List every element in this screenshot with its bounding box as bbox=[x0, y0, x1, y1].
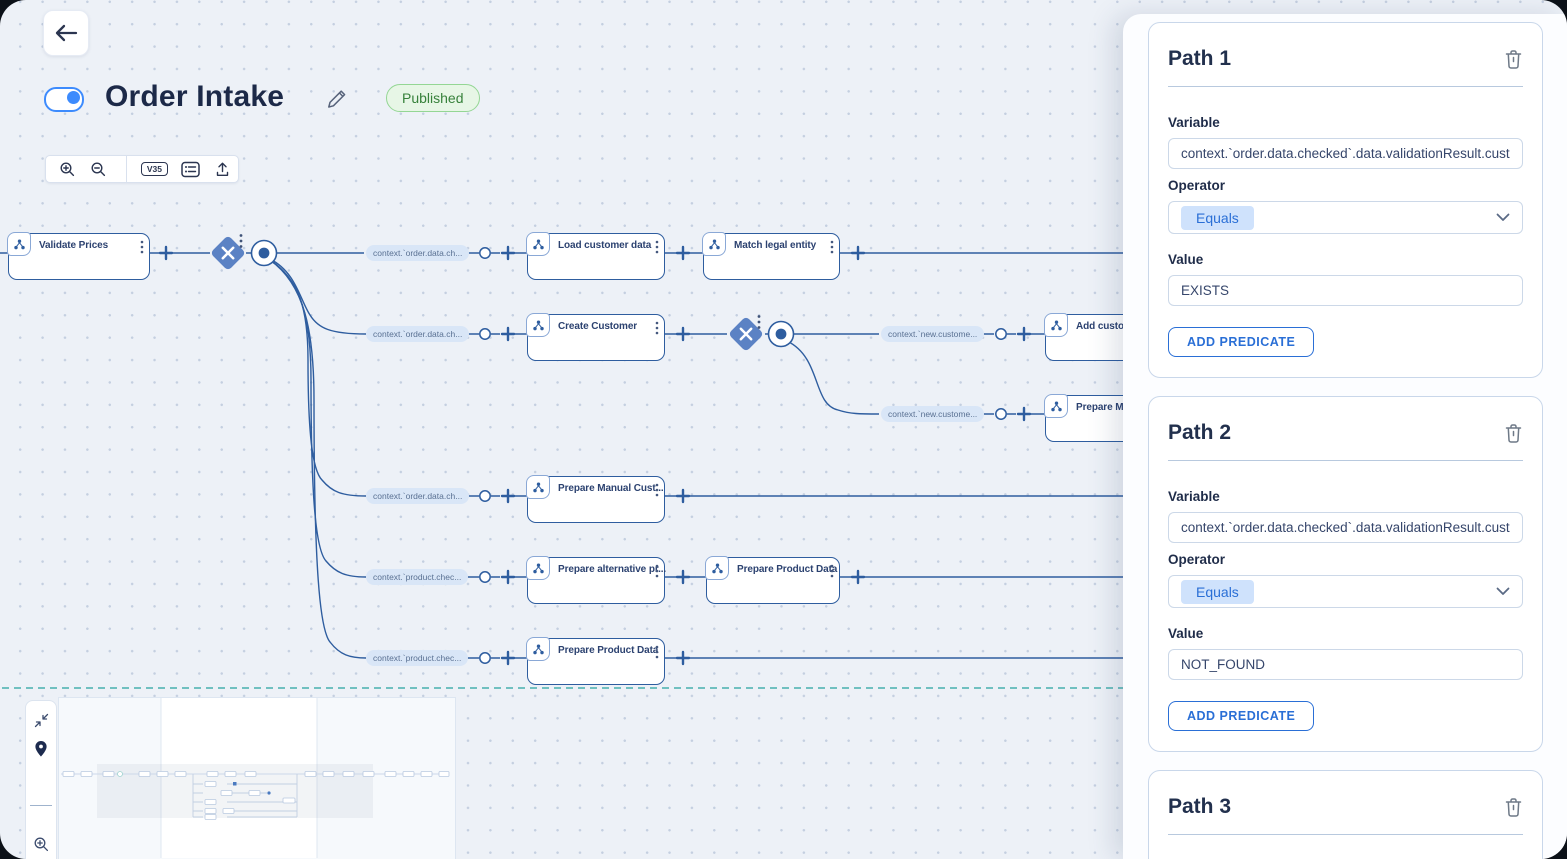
workflow-icon bbox=[526, 475, 551, 500]
workflow-icon bbox=[702, 232, 727, 257]
divider bbox=[1168, 834, 1523, 835]
operator-chip: Equals bbox=[1181, 205, 1254, 230]
edge-label[interactable]: context.`product.chec... bbox=[366, 569, 469, 585]
add-predicate-button[interactable]: ADD PREDICATE bbox=[1168, 701, 1315, 731]
edit-pencil-icon[interactable] bbox=[325, 87, 349, 111]
publish-toggle[interactable] bbox=[44, 87, 84, 112]
edge-label[interactable]: context.`order.data.ch... bbox=[366, 326, 470, 342]
zoom-out-icon[interactable] bbox=[83, 161, 114, 178]
operator-label: Operator bbox=[1168, 552, 1226, 567]
kebab-menu-icon[interactable] bbox=[655, 240, 659, 254]
minimap-preview bbox=[61, 698, 450, 858]
flow-node-prepare-product-data[interactable]: Prepare Product Data bbox=[526, 637, 665, 685]
node-label: Load customer data bbox=[558, 240, 652, 251]
variable-label: Variable bbox=[1168, 489, 1220, 504]
value-input[interactable] bbox=[1168, 275, 1523, 306]
workflow-icon bbox=[1044, 313, 1069, 338]
workflow-icon bbox=[7, 232, 32, 257]
variable-input[interactable] bbox=[1168, 512, 1523, 543]
path-title: Path 2 bbox=[1168, 421, 1232, 444]
node-label: Prepare Product Data bbox=[737, 564, 838, 575]
path-split-marker bbox=[767, 320, 795, 348]
flow-node-prepare-manual-cust[interactable]: Prepare Manual Cust... bbox=[526, 475, 665, 523]
workflow-icon bbox=[705, 556, 730, 581]
operator-chip: Equals bbox=[1181, 579, 1254, 604]
path-split-marker bbox=[250, 239, 278, 267]
kebab-menu-icon[interactable] bbox=[655, 483, 659, 497]
edge-label[interactable]: context.`new.custome... bbox=[881, 326, 985, 342]
delete-path-icon[interactable] bbox=[1504, 423, 1523, 444]
kebab-menu-icon[interactable] bbox=[655, 645, 659, 659]
delete-path-icon[interactable] bbox=[1504, 49, 1523, 70]
kebab-menu-icon[interactable] bbox=[655, 321, 659, 335]
node-label: Create Customer bbox=[558, 321, 638, 332]
minimap[interactable] bbox=[58, 697, 456, 859]
divider bbox=[1168, 86, 1523, 87]
node-label: Prepare Mar bbox=[1076, 402, 1133, 413]
location-pin-icon[interactable] bbox=[33, 740, 49, 759]
node-label: Prepare Product Data bbox=[558, 645, 659, 656]
value-label: Value bbox=[1168, 626, 1204, 641]
kebab-menu-icon[interactable] bbox=[655, 564, 659, 578]
operator-select[interactable]: Equals bbox=[1168, 575, 1523, 608]
path-title: Path 3 bbox=[1168, 795, 1232, 818]
variable-label: Variable bbox=[1168, 115, 1220, 130]
kebab-menu-icon[interactable] bbox=[830, 240, 834, 254]
edge-label[interactable]: context.`order.data.ch... bbox=[366, 245, 470, 261]
variable-input[interactable] bbox=[1168, 138, 1523, 169]
delete-path-icon[interactable] bbox=[1504, 797, 1523, 818]
node-label: Match legal entity bbox=[734, 240, 817, 251]
chevron-down-icon bbox=[1496, 587, 1510, 596]
zoom-in-icon[interactable] bbox=[46, 161, 83, 178]
flow-node-prepare-alternative[interactable]: Prepare alternative pr... bbox=[526, 556, 667, 604]
collapse-icon[interactable] bbox=[34, 713, 49, 728]
version-badge[interactable]: V35 bbox=[140, 162, 168, 176]
divider bbox=[1168, 460, 1523, 461]
flow-node-prepare-product-data[interactable]: Prepare Product Data bbox=[705, 556, 840, 604]
operator-select[interactable]: Equals bbox=[1168, 201, 1523, 234]
node-label: Add custome bbox=[1076, 321, 1139, 332]
flow-node-validate-prices[interactable]: Validate Prices bbox=[7, 232, 150, 280]
workflow-icon bbox=[526, 556, 551, 581]
canvas-toolbar: V35 bbox=[45, 155, 239, 183]
path-config-panel: Path 1 Variable Operator Equals Value AD… bbox=[1123, 14, 1567, 859]
workflow-icon bbox=[526, 313, 551, 338]
kebab-menu-icon[interactable] bbox=[830, 564, 834, 578]
kebab-menu-icon bbox=[757, 315, 761, 329]
edge-label[interactable]: context.`order.data.ch... bbox=[366, 488, 470, 504]
toolbar-divider bbox=[30, 805, 52, 806]
kebab-menu-icon bbox=[239, 234, 243, 248]
changelog-icon[interactable] bbox=[174, 161, 207, 178]
flow-node-create-customer[interactable]: Create Customer bbox=[526, 313, 665, 361]
operator-label: Operator bbox=[1168, 178, 1226, 193]
back-arrow-icon bbox=[54, 23, 78, 43]
path-card: Path 2 Variable Operator Equals Value AD… bbox=[1148, 396, 1543, 752]
add-predicate-button[interactable]: ADD PREDICATE bbox=[1168, 327, 1315, 357]
path-card: Path 3 bbox=[1148, 770, 1543, 859]
export-icon[interactable] bbox=[207, 161, 238, 178]
path-card: Path 1 Variable Operator Equals Value AD… bbox=[1148, 22, 1543, 378]
status-badge: Published bbox=[386, 84, 480, 112]
chevron-down-icon bbox=[1496, 213, 1510, 222]
back-button[interactable] bbox=[43, 10, 89, 56]
node-label: Validate Prices bbox=[39, 240, 109, 251]
workflow-icon bbox=[526, 637, 551, 662]
minimap-zoom-icon[interactable] bbox=[33, 836, 50, 853]
minimap-toolbar bbox=[25, 700, 57, 859]
edge-label[interactable]: context.`new.custome... bbox=[881, 406, 985, 422]
toggle-knob bbox=[67, 91, 80, 104]
flow-node-load-customer-data[interactable]: Load customer data bbox=[526, 232, 665, 280]
flow-node-match-legal-entity[interactable]: Match legal entity bbox=[702, 232, 840, 280]
value-input[interactable] bbox=[1168, 649, 1523, 680]
value-label: Value bbox=[1168, 252, 1204, 267]
path-title: Path 1 bbox=[1168, 47, 1232, 70]
node-label: Prepare alternative pr... bbox=[558, 564, 667, 575]
page-title: Order Intake bbox=[105, 80, 285, 113]
workflow-icon bbox=[526, 232, 551, 257]
edge-label[interactable]: context.`product.chec... bbox=[366, 650, 469, 666]
node-label: Prepare Manual Cust... bbox=[558, 483, 664, 494]
workflow-icon bbox=[1044, 394, 1069, 419]
toolbar-divider bbox=[126, 156, 127, 182]
kebab-menu-icon[interactable] bbox=[140, 240, 144, 254]
